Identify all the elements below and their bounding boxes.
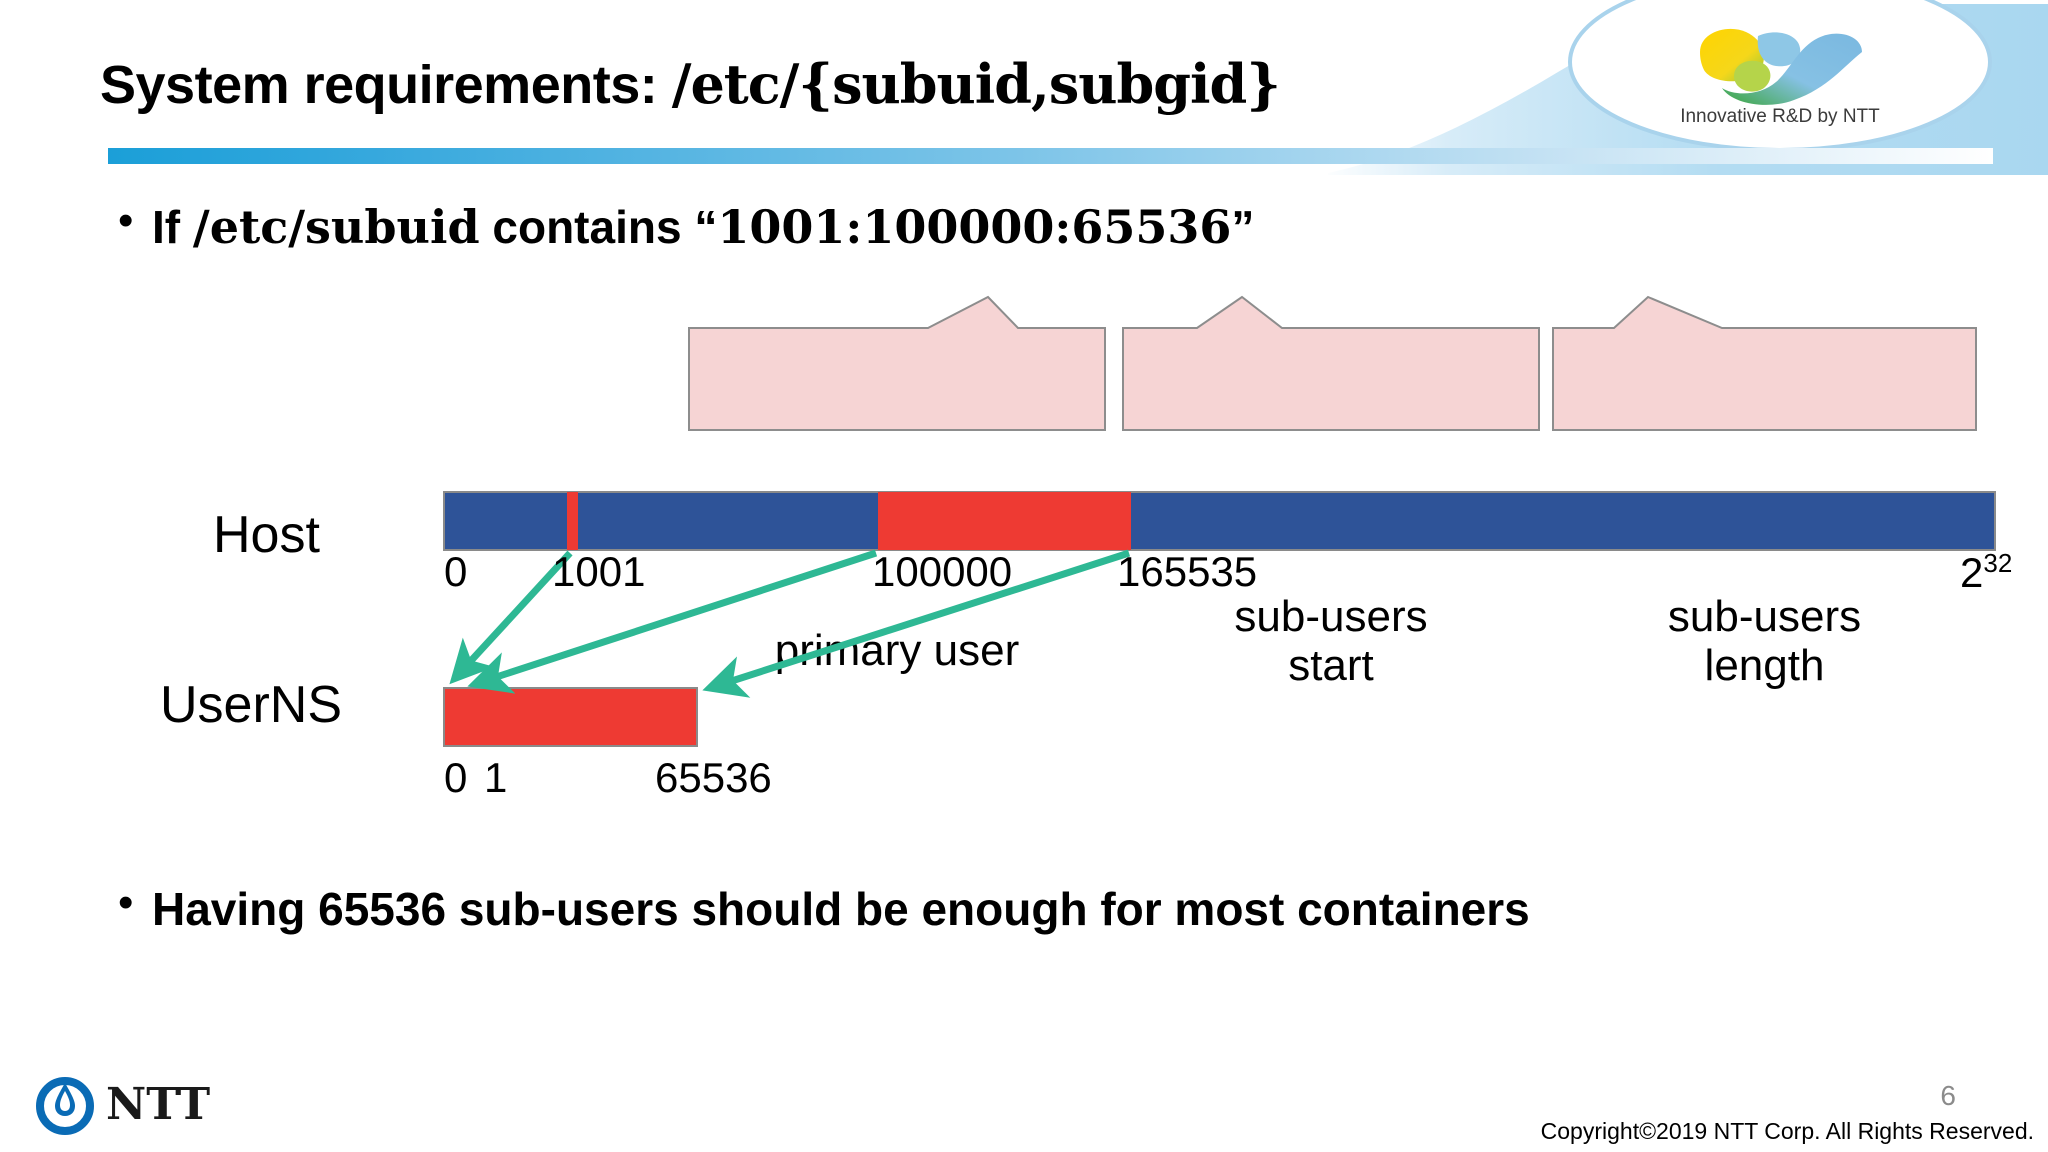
host-row-label: Host — [213, 506, 320, 564]
userns-tick-zero: 0 — [444, 754, 468, 801]
host-tick-zero: 0 — [444, 548, 468, 595]
ntt-mark-icon — [36, 1077, 94, 1135]
ntt-wordmark: NTT — [106, 1078, 211, 1130]
host-tick-primary-uid: 1001 — [552, 548, 646, 595]
page-title-prefix: System requirements: — [100, 55, 672, 115]
bullet-item-enough: • Having 65536 sub-users should be enoug… — [118, 878, 1818, 939]
bullet-item-subuid: • If /etc/subuid contains “1001:100000:6… — [118, 196, 1254, 257]
header-logo-text: Innovative R&D by NTT — [1680, 106, 1880, 127]
bullet-text-enough: Having 65536 sub-users should be enough … — [152, 883, 1530, 935]
innovative-rd-logo-mark — [1700, 28, 1862, 105]
bullet-text-part-1: If — [152, 201, 193, 253]
callout-length-line-2: length — [1704, 641, 1825, 691]
bullet-marker: • — [118, 878, 134, 927]
bullet-text-part-3: ” — [1231, 201, 1255, 253]
callout-shape — [688, 295, 1106, 431]
bullet-code-subuid-path: /etc/subuid — [192, 200, 480, 254]
title-underline — [108, 148, 1993, 164]
host-tick-uid-max-exponent: 32 — [1983, 548, 2013, 578]
page-title-path: /etc/{subuid,subgid} — [671, 52, 1281, 116]
header-logo-ellipse — [1568, 0, 1992, 152]
host-tick-subuid-end: 165535 — [1117, 548, 1258, 595]
page-number: 6 — [1940, 1080, 1956, 1111]
page-title: System requirements: /etc/{subuid,subgid… — [100, 52, 1281, 116]
callout-shape — [1552, 295, 1977, 431]
callout-length-line-1: sub-users — [1667, 592, 1862, 641]
callout-start-line-2: start — [1288, 641, 1374, 691]
bullet-text-subuid: If /etc/subuid contains “1001:100000:655… — [152, 198, 1254, 257]
host-tick-subuid-start: 100000 — [872, 548, 1013, 595]
callout-shape — [1122, 295, 1540, 431]
copyright-notice: Copyright©2019 NTT Corp. All Rights Rese… — [1540, 1118, 2034, 1144]
host-bar — [443, 491, 1996, 551]
bullet-text-part-2: contains “ — [479, 201, 718, 253]
callout-start-line-1: sub-users — [1234, 592, 1428, 641]
host-tick-uid-max-base: 2 — [1960, 549, 1984, 596]
userns-tick-one: 1 — [484, 754, 508, 801]
callout-primary-user: primary user — [688, 295, 1106, 675]
userns-row-label: UserNS — [160, 676, 343, 734]
ntt-footer-logo: NTT — [34, 1073, 210, 1135]
bullet-marker: • — [118, 196, 134, 245]
userns-tick-length: 65536 — [655, 754, 772, 801]
host-tick-uid-max: 232 — [1960, 548, 2012, 597]
bullet-code-subuid-value: 1001:100000:65536 — [717, 200, 1232, 254]
callout-primary-user-label: primary user — [774, 626, 1020, 675]
userns-bar — [443, 687, 698, 747]
